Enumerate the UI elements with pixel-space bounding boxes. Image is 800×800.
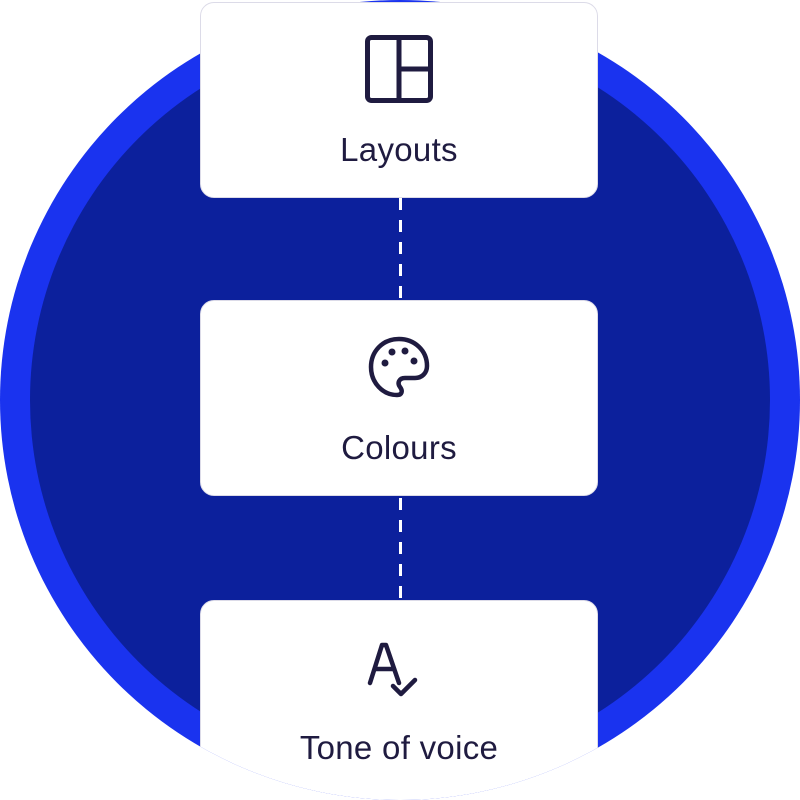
card-colours[interactable]: Colours (200, 300, 598, 496)
card-label: Colours (341, 429, 457, 466)
palette-icon (363, 331, 435, 403)
connector-line (399, 198, 402, 300)
card-label: Layouts (340, 131, 458, 168)
layout-icon (363, 33, 435, 105)
card-tone-of-voice[interactable]: Tone of voice (200, 600, 598, 800)
connector-line (399, 498, 402, 600)
card-label: Tone of voice (299, 729, 499, 766)
card-layouts[interactable]: Layouts (200, 2, 598, 198)
spell-check-icon (363, 631, 435, 703)
